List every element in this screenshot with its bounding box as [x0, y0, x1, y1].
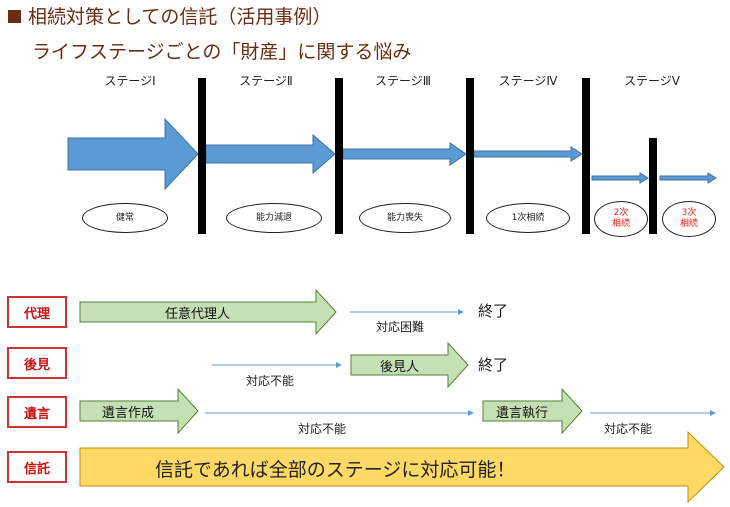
will-execute-label: 遺言執行 [496, 406, 549, 421]
proxy-thin-arrowhead [458, 309, 464, 315]
phase-label: 能力減退 [255, 212, 292, 223]
title-marker [8, 10, 21, 23]
will-execute-arrow [482, 387, 583, 435]
row-label-proxy: 代理 [7, 296, 67, 328]
proxy-arrow [79, 288, 337, 336]
stage-separator [649, 138, 657, 234]
phase-label: 能力喪失 [386, 212, 423, 223]
proxy-end-label: 終了 [478, 302, 509, 320]
page-title: 相続対策としての信託（活用事例） [28, 6, 332, 28]
stage-separator [466, 78, 474, 234]
stage-separator [198, 78, 206, 234]
will-unable-label-1: 対応不能 [298, 422, 347, 436]
stage-label-4: ステージⅣ [498, 74, 558, 88]
will-create-arrow [79, 387, 199, 435]
stage-label-1: ステージⅠ [104, 74, 156, 88]
stage-label-3: ステージⅢ [374, 74, 432, 88]
trust-message: 信託であれば全部のステージに対応可能！ [155, 459, 516, 481]
phase-oval: 3次 相続 [662, 201, 716, 237]
phase-label: 健常 [115, 212, 134, 223]
stage-3-arrow [342, 142, 467, 166]
stage-label-5: ステージⅤ [624, 74, 680, 88]
row-label-guardian: 後見 [7, 347, 67, 379]
phase-oval: 健常 [82, 203, 168, 233]
guardian-arrow-label: 後見人 [380, 360, 420, 375]
proxy-arrow-label: 任意代理人 [165, 307, 231, 322]
guardian-unable-label: 対応不能 [246, 374, 295, 388]
phase-label: 2次 相続 [611, 208, 630, 229]
page-subtitle: ライフステージごとの「財産」に関する悩み [32, 41, 412, 63]
will-thin-arrowhead-1 [468, 410, 474, 416]
stage-2-arrow [205, 133, 336, 175]
phase-oval: 1次相続 [486, 203, 570, 233]
trust-arrow [79, 430, 725, 504]
row-label-trust: 信託 [7, 451, 67, 483]
proxy-difficult-label: 対応困難 [376, 320, 425, 334]
stage-label-2: ステージⅡ [239, 74, 293, 88]
stage-separator [582, 78, 590, 234]
guardian-end-label: 終了 [478, 356, 509, 374]
will-create-label: 遺言作成 [102, 406, 155, 421]
phase-oval: 能力喪失 [359, 203, 451, 233]
stage-separator [335, 78, 343, 234]
phase-label: 3次 相続 [679, 208, 698, 229]
stage-5a-arrow [591, 172, 649, 184]
stage-5b-arrow [659, 172, 717, 184]
guardian-arrow [350, 341, 469, 389]
row-label-will: 遺言 [7, 396, 67, 428]
phase-label: 1次相続 [511, 212, 545, 223]
phase-oval: 2次 相続 [594, 201, 648, 237]
guardian-thin-arrowhead [336, 362, 342, 368]
stage-4-arrow [473, 146, 583, 162]
will-unable-label-2: 対応不能 [604, 422, 653, 436]
phase-oval: 能力減退 [226, 203, 322, 233]
stage-1-arrow [67, 117, 199, 191]
will-thin-arrowhead-2 [710, 410, 716, 416]
